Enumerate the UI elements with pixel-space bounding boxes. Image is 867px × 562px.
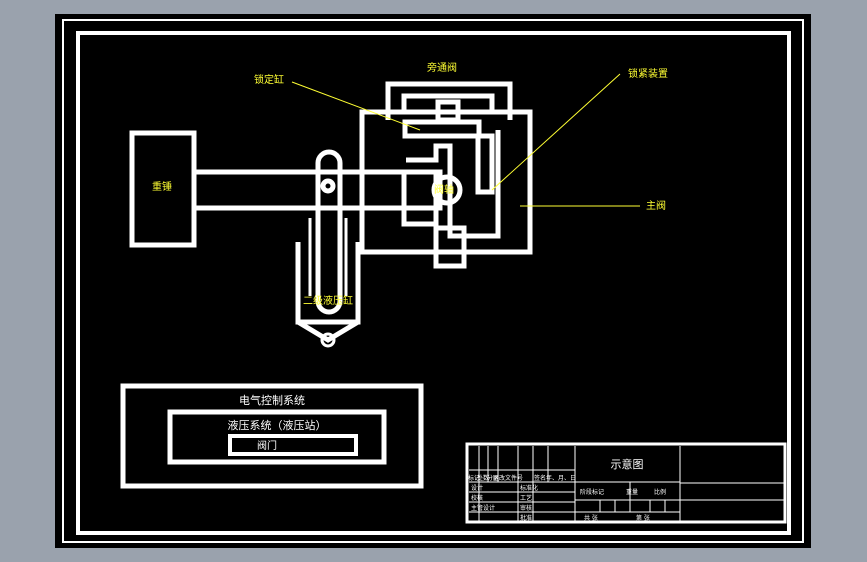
valve-label: 阀门 (257, 439, 277, 452)
label-heavy-hammer: 重锤 (152, 180, 172, 193)
label-lock-device: 锁紧装置 (628, 67, 668, 80)
stage-header-mark: 阶段标记 (580, 488, 604, 496)
leader-lock-cylinder (291, 81, 421, 131)
title-block-title: 示意图 (611, 457, 644, 471)
cylinder-bottom (296, 319, 360, 343)
rev-header-mark: 标记 (468, 474, 480, 482)
role-process: 工艺 (520, 494, 532, 502)
role-design: 设计 (471, 484, 483, 492)
label-bypass-valve: 旁通阀 (427, 61, 457, 74)
electrical-control-label: 电气控制系统 (239, 393, 305, 407)
lock-cylinder-rod (402, 119, 482, 139)
callout-leaders (291, 73, 640, 207)
role-review: 审核 (520, 504, 532, 512)
callout-labels: 旁通阀 锁定缸 锁紧装置 重锤 阀轴 主阀 二级液压缸 (152, 61, 668, 307)
label-secondary-cylinder: 二级液压缸 (303, 294, 353, 307)
label-valve-shaft: 阀轴 (434, 183, 454, 196)
label-lock-cylinder: 锁定缸 (254, 73, 284, 86)
cylinder-body (295, 242, 361, 325)
role-check: 校核 (471, 494, 483, 502)
valve-inner-channel (406, 130, 501, 239)
title-block: 示意图 标记 处数 分区 更改文件号 签名 年、月、日 设计 标准化 校核 工艺… (465, 442, 787, 524)
rev-header-count: 处数 (477, 474, 489, 482)
locking-device-bar (475, 133, 495, 195)
bypass-valve-frame (385, 81, 513, 120)
valve-box (228, 434, 358, 456)
label-main-valve: 主阀 (646, 199, 666, 212)
sheet-outer-border (62, 19, 804, 543)
sheet-total: 共 张 (584, 514, 598, 522)
stage-header-scale: 比例 (654, 488, 666, 496)
role-standardization: 标准化 (520, 484, 538, 492)
valve-shaft-ring (431, 174, 463, 206)
mechanism-diagram (129, 81, 533, 348)
hydraulic-system-box (167, 409, 387, 465)
piston-pivot (320, 178, 336, 194)
role-approve: 批准 (520, 514, 532, 522)
sheet-inner-border (76, 31, 791, 535)
cylinder-pivot (320, 332, 336, 348)
rev-header-doc: 更改文件号 (493, 474, 523, 482)
cylinder-piston-rod (315, 149, 343, 315)
valve-outlet (433, 225, 467, 269)
role-chief-design: 主管设计 (471, 504, 495, 512)
main-valve-housing (359, 109, 533, 255)
rev-header-zone: 分区 (487, 474, 499, 482)
control-blocks: 电气控制系统 液压系统（液压站） 阀门 (120, 383, 424, 489)
hydraulic-system-label: 液压系统（液压站） (228, 418, 327, 432)
sheet-index: 第 张 (636, 514, 650, 522)
bypass-valve-inner (401, 93, 495, 112)
rev-header-sign: 签名 (534, 474, 546, 482)
leader-lock-device (491, 73, 621, 191)
rev-header-date: 年、月、日 (546, 474, 576, 482)
stage-header-weight: 重量 (626, 488, 638, 496)
electrical-control-box (120, 383, 424, 489)
